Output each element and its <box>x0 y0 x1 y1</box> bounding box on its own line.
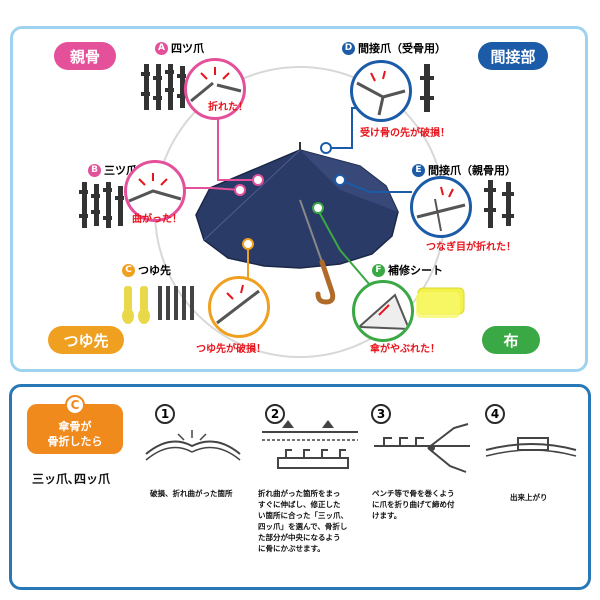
letter-d-badge: D <box>342 41 355 55</box>
label-a: A 四ツ爪 <box>155 40 204 56</box>
letter-e-badge: E <box>412 163 425 177</box>
step-1-text: 破損、折れ曲がった箇所 <box>150 489 233 498</box>
detail-circle-e <box>410 176 472 238</box>
letter-a-badge: A <box>155 41 168 55</box>
detail-circle-b <box>124 160 186 222</box>
pill-kansetsubu: 間接部 <box>478 42 548 70</box>
detail-circle-f <box>352 280 414 342</box>
detail-circle-a <box>184 58 246 120</box>
letter-c-badge: C <box>122 263 135 277</box>
step-4-number: 4 <box>485 404 505 424</box>
caption-a: 折れた！ <box>208 102 248 113</box>
badge-line1: 傘骨が <box>58 420 92 433</box>
step-2-text: 折れ曲がった箇所をまっ すぐに伸ばし、修正した い箇所に合った「三ッ爪、 四ッ爪… <box>258 489 348 553</box>
step-2-illustration <box>262 420 358 469</box>
caption-d: 受け骨の先が破損！ <box>360 128 450 139</box>
step-1-number: 1 <box>155 404 175 424</box>
letter-b-badge: B <box>88 163 101 177</box>
step-3-text: ペンチ等で骨を巻くよう に爪を折り曲げて締め付 けます。 <box>372 489 455 520</box>
detail-circle-d <box>350 60 412 122</box>
pill-oyabone: 親骨 <box>54 42 116 70</box>
pill-tsuyusaki: つゆ先 <box>48 326 124 354</box>
label-d: D 間接爪（受骨用） <box>342 40 446 56</box>
step-3-number: 3 <box>371 404 391 424</box>
caption-c: つゆ先が破損！ <box>196 344 266 355</box>
step-4-illustration <box>485 437 577 457</box>
badge-letter-c: C <box>65 395 85 415</box>
caption-b: 曲がった！ <box>132 214 182 225</box>
label-e: E 間接爪（親骨用） <box>412 162 516 178</box>
caption-f: 傘がやぶれた！ <box>370 344 440 355</box>
umbrella-diagram <box>154 66 446 358</box>
label-f: F 補修シート <box>372 262 443 278</box>
parts-label: 三ッ爪､四ッ爪 <box>32 472 111 486</box>
tip-parts-icon <box>122 286 194 324</box>
badge-line2: 骨折したら <box>47 435 103 448</box>
step-2-number: 2 <box>265 404 285 424</box>
step-3-illustration <box>374 423 470 473</box>
connector-f <box>317 209 371 286</box>
pill-nuno: 布 <box>482 326 540 354</box>
repair-sheet-icon <box>416 287 465 318</box>
step-1-illustration <box>145 430 241 461</box>
connector-b <box>175 187 241 191</box>
letter-f-badge: F <box>372 263 385 277</box>
three-claw-parts-icon <box>79 182 124 228</box>
joint-claw-rib-icon <box>420 64 434 112</box>
detail-circle-c <box>208 276 270 338</box>
caption-e: つなぎ目が折れた！ <box>426 242 516 253</box>
broken-rib-badge: C 傘骨が 骨折したら <box>27 395 123 454</box>
label-c: C つゆ先 <box>122 262 171 278</box>
joint-claw-main-icon <box>484 180 514 228</box>
connector-e <box>339 179 412 193</box>
step-4-text: 出来上がり <box>510 493 548 502</box>
four-claw-parts-icon <box>141 64 186 110</box>
